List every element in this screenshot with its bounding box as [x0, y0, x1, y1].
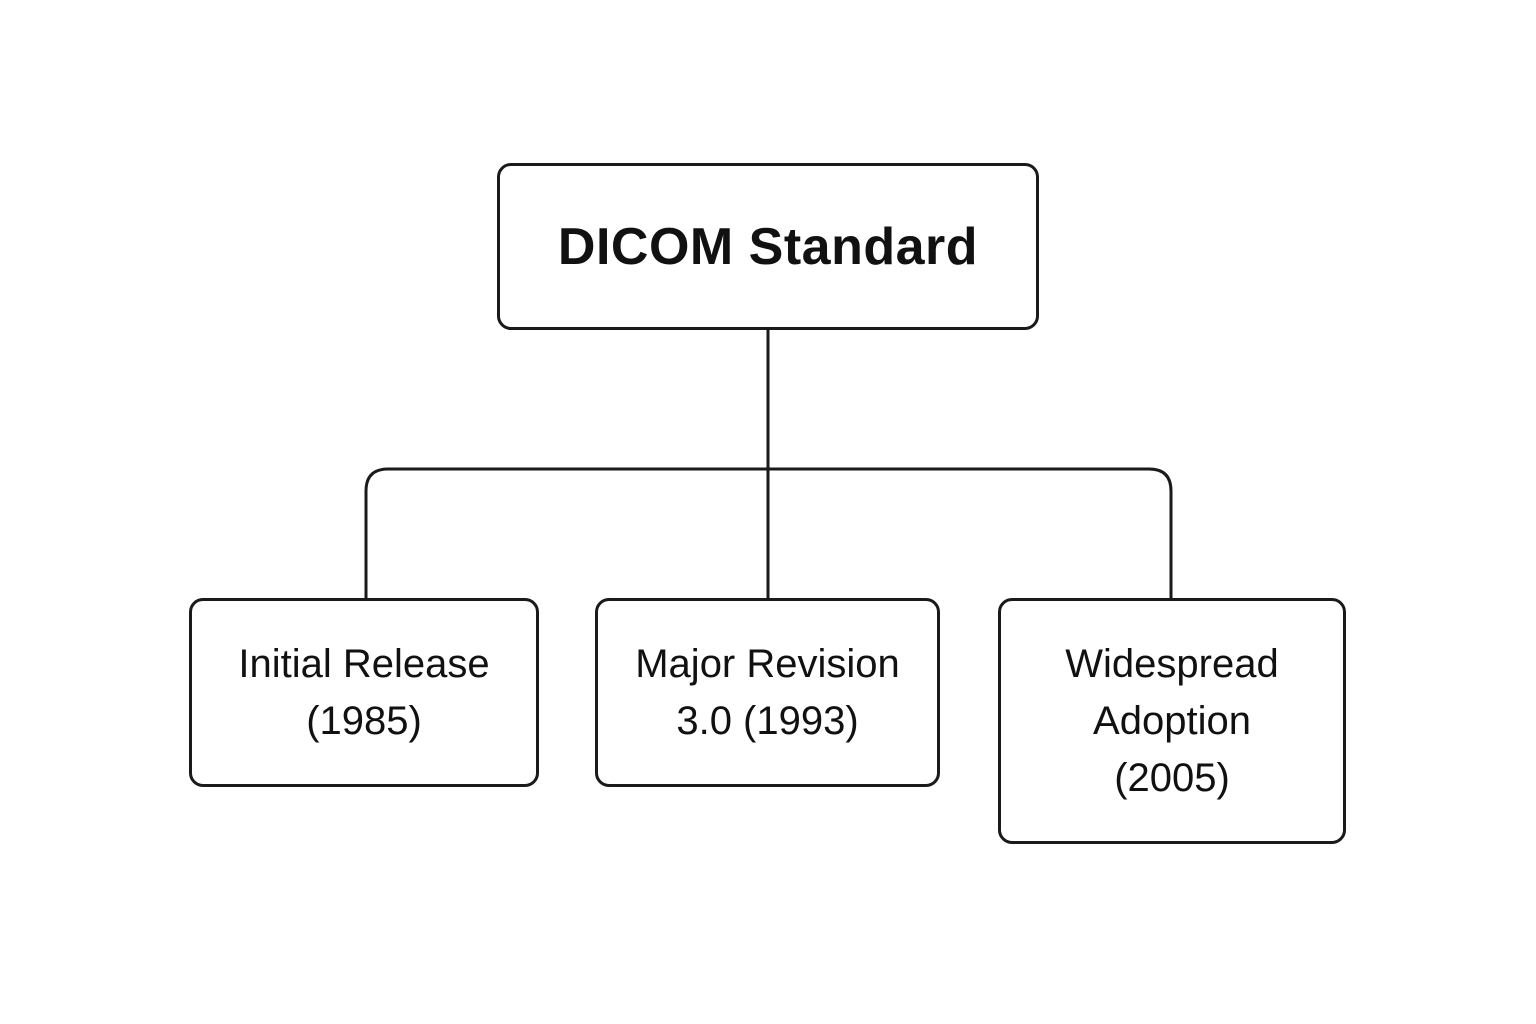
child-node-widespread-adoption: Widespread Adoption (2005): [998, 598, 1346, 844]
child-node-label: Initial Release (1985): [238, 641, 490, 743]
child-node-label: Major Revision 3.0 (1993): [635, 641, 900, 743]
connector-horizontal-bar: [364, 467, 1173, 598]
child-node-major-revision: Major Revision 3.0 (1993): [595, 598, 940, 787]
root-node-label: DICOM Standard: [557, 217, 979, 276]
child-node-initial-release: Initial Release (1985): [189, 598, 539, 787]
root-node-dicom-standard: DICOM Standard: [497, 163, 1039, 330]
child-node-label: Widespread Adoption (2005): [1065, 641, 1279, 800]
